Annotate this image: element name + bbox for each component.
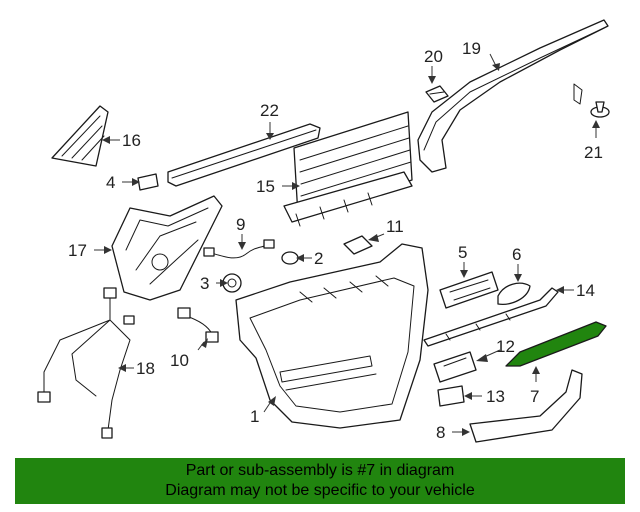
callout-21[interactable]: 21 — [584, 143, 603, 162]
part-17-inner-panel[interactable] — [111, 195, 223, 301]
callout-20[interactable]: 20 — [424, 47, 443, 66]
callout-9[interactable]: 9 — [236, 215, 245, 234]
part-2-plug[interactable] — [281, 251, 299, 265]
callout-2[interactable]: 2 — [314, 249, 323, 268]
callout-1[interactable]: 1 — [250, 407, 259, 426]
part-15-sunshade[interactable] — [283, 111, 413, 227]
part-18-wiring-harness[interactable] — [37, 287, 135, 439]
callout-17[interactable]: 17 — [68, 241, 87, 260]
info-banner: Part or sub-assembly is #7 in diagram Di… — [15, 458, 625, 504]
callout-14[interactable]: 14 — [576, 281, 595, 300]
parts-diagram: 1 2 3 4 5 6 7 8 9 10 11 12 13 14 15 16 1… — [37, 19, 610, 443]
callout-18[interactable]: 18 — [136, 359, 155, 378]
part-6-bezel[interactable] — [497, 282, 531, 305]
callout-4[interactable]: 4 — [106, 173, 115, 192]
callout-22[interactable]: 22 — [260, 101, 279, 120]
part-20-clip[interactable] — [425, 85, 449, 103]
callout-11[interactable]: 11 — [386, 217, 404, 236]
part-8-armrest[interactable] — [469, 369, 583, 443]
part-13-switch[interactable] — [437, 385, 465, 407]
part-9-harness[interactable] — [203, 239, 275, 259]
part-14-trim-strip[interactable] — [423, 287, 559, 347]
callout-labels: 1 2 3 4 5 6 7 8 9 10 11 12 13 14 15 16 1… — [68, 39, 603, 442]
part-21-push-pin[interactable] — [590, 101, 610, 118]
callout-16[interactable]: 16 — [122, 131, 141, 150]
callout-8[interactable]: 8 — [436, 423, 445, 442]
part-1-door-trim-panel[interactable] — [235, 243, 429, 429]
part-7-fill — [505, 321, 607, 367]
part-16-garnish[interactable] — [51, 105, 109, 167]
callout-12[interactable]: 12 — [496, 337, 515, 356]
part-11-bracket[interactable] — [343, 235, 373, 255]
callout-19[interactable]: 19 — [462, 39, 481, 58]
callout-13[interactable]: 13 — [486, 387, 505, 406]
part-19-pillar-trim[interactable] — [417, 19, 609, 173]
callout-6[interactable]: 6 — [512, 245, 521, 264]
callout-3[interactable]: 3 — [200, 274, 209, 293]
part-4-clip[interactable] — [137, 173, 159, 191]
banner-line-disclaimer: Diagram may not be specific to your vehi… — [165, 482, 475, 499]
part-5-handle-assembly[interactable] — [439, 271, 499, 309]
callout-7[interactable]: 7 — [530, 387, 539, 406]
banner-line-part-info: Part or sub-assembly is #7 in diagram — [185, 462, 455, 479]
part-10-harness-connector[interactable] — [177, 307, 219, 343]
callout-5[interactable]: 5 — [458, 243, 467, 262]
part-12-switch[interactable] — [433, 351, 477, 383]
callout-10[interactable]: 10 — [170, 351, 189, 370]
leader-lines — [94, 53, 600, 436]
part-7-highlighted-trim[interactable] — [505, 321, 607, 367]
callout-15[interactable]: 15 — [256, 177, 275, 196]
part-22-belt-molding[interactable] — [167, 123, 321, 187]
